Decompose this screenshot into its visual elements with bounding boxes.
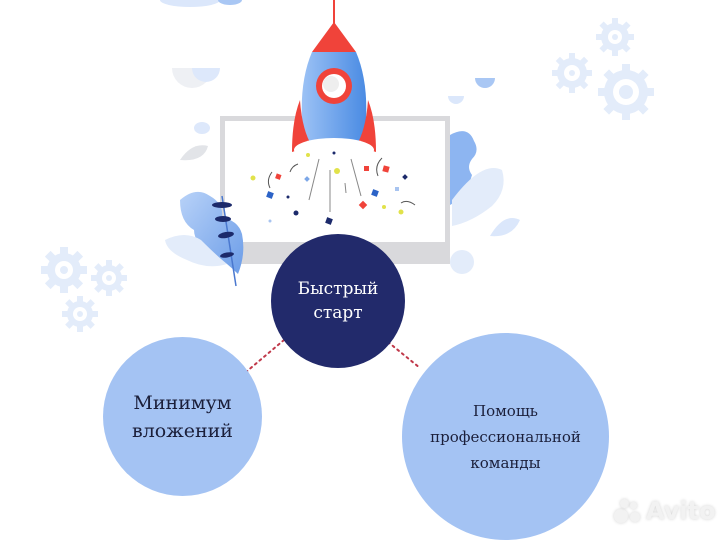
node-professional-help: Помощь профессиональной команды xyxy=(402,333,609,540)
gear-icon-group-top-right xyxy=(552,18,654,120)
avito-watermark: Avito xyxy=(614,497,716,525)
decor-leaf-left xyxy=(165,191,244,287)
decor-shapes-top xyxy=(160,0,495,104)
node-fast-start-line2: старт xyxy=(313,303,363,323)
confetti xyxy=(250,151,416,225)
avito-logo-icon xyxy=(614,499,642,523)
node-minimum-investment-line2: вложений xyxy=(132,419,233,442)
node-fast-start: Быстрый старт xyxy=(271,234,405,368)
avito-watermark-text: Avito xyxy=(646,497,716,525)
decor-leaf-grey xyxy=(180,122,210,161)
gear-icon-group-left xyxy=(41,247,127,332)
node-minimum-investment-line1: Минимум xyxy=(133,391,232,414)
node-minimum-investment: Минимум вложений xyxy=(103,337,262,496)
rocket-illustration xyxy=(292,0,376,162)
node-professional-help-line3: команды xyxy=(470,453,541,472)
decor-leaf-right xyxy=(450,131,520,274)
node-professional-help-line1: Помощь xyxy=(473,401,538,420)
connector-lines xyxy=(245,339,421,373)
node-professional-help-line2: профессиональной xyxy=(430,427,581,446)
node-fast-start-line1: Быстрый xyxy=(297,279,379,299)
